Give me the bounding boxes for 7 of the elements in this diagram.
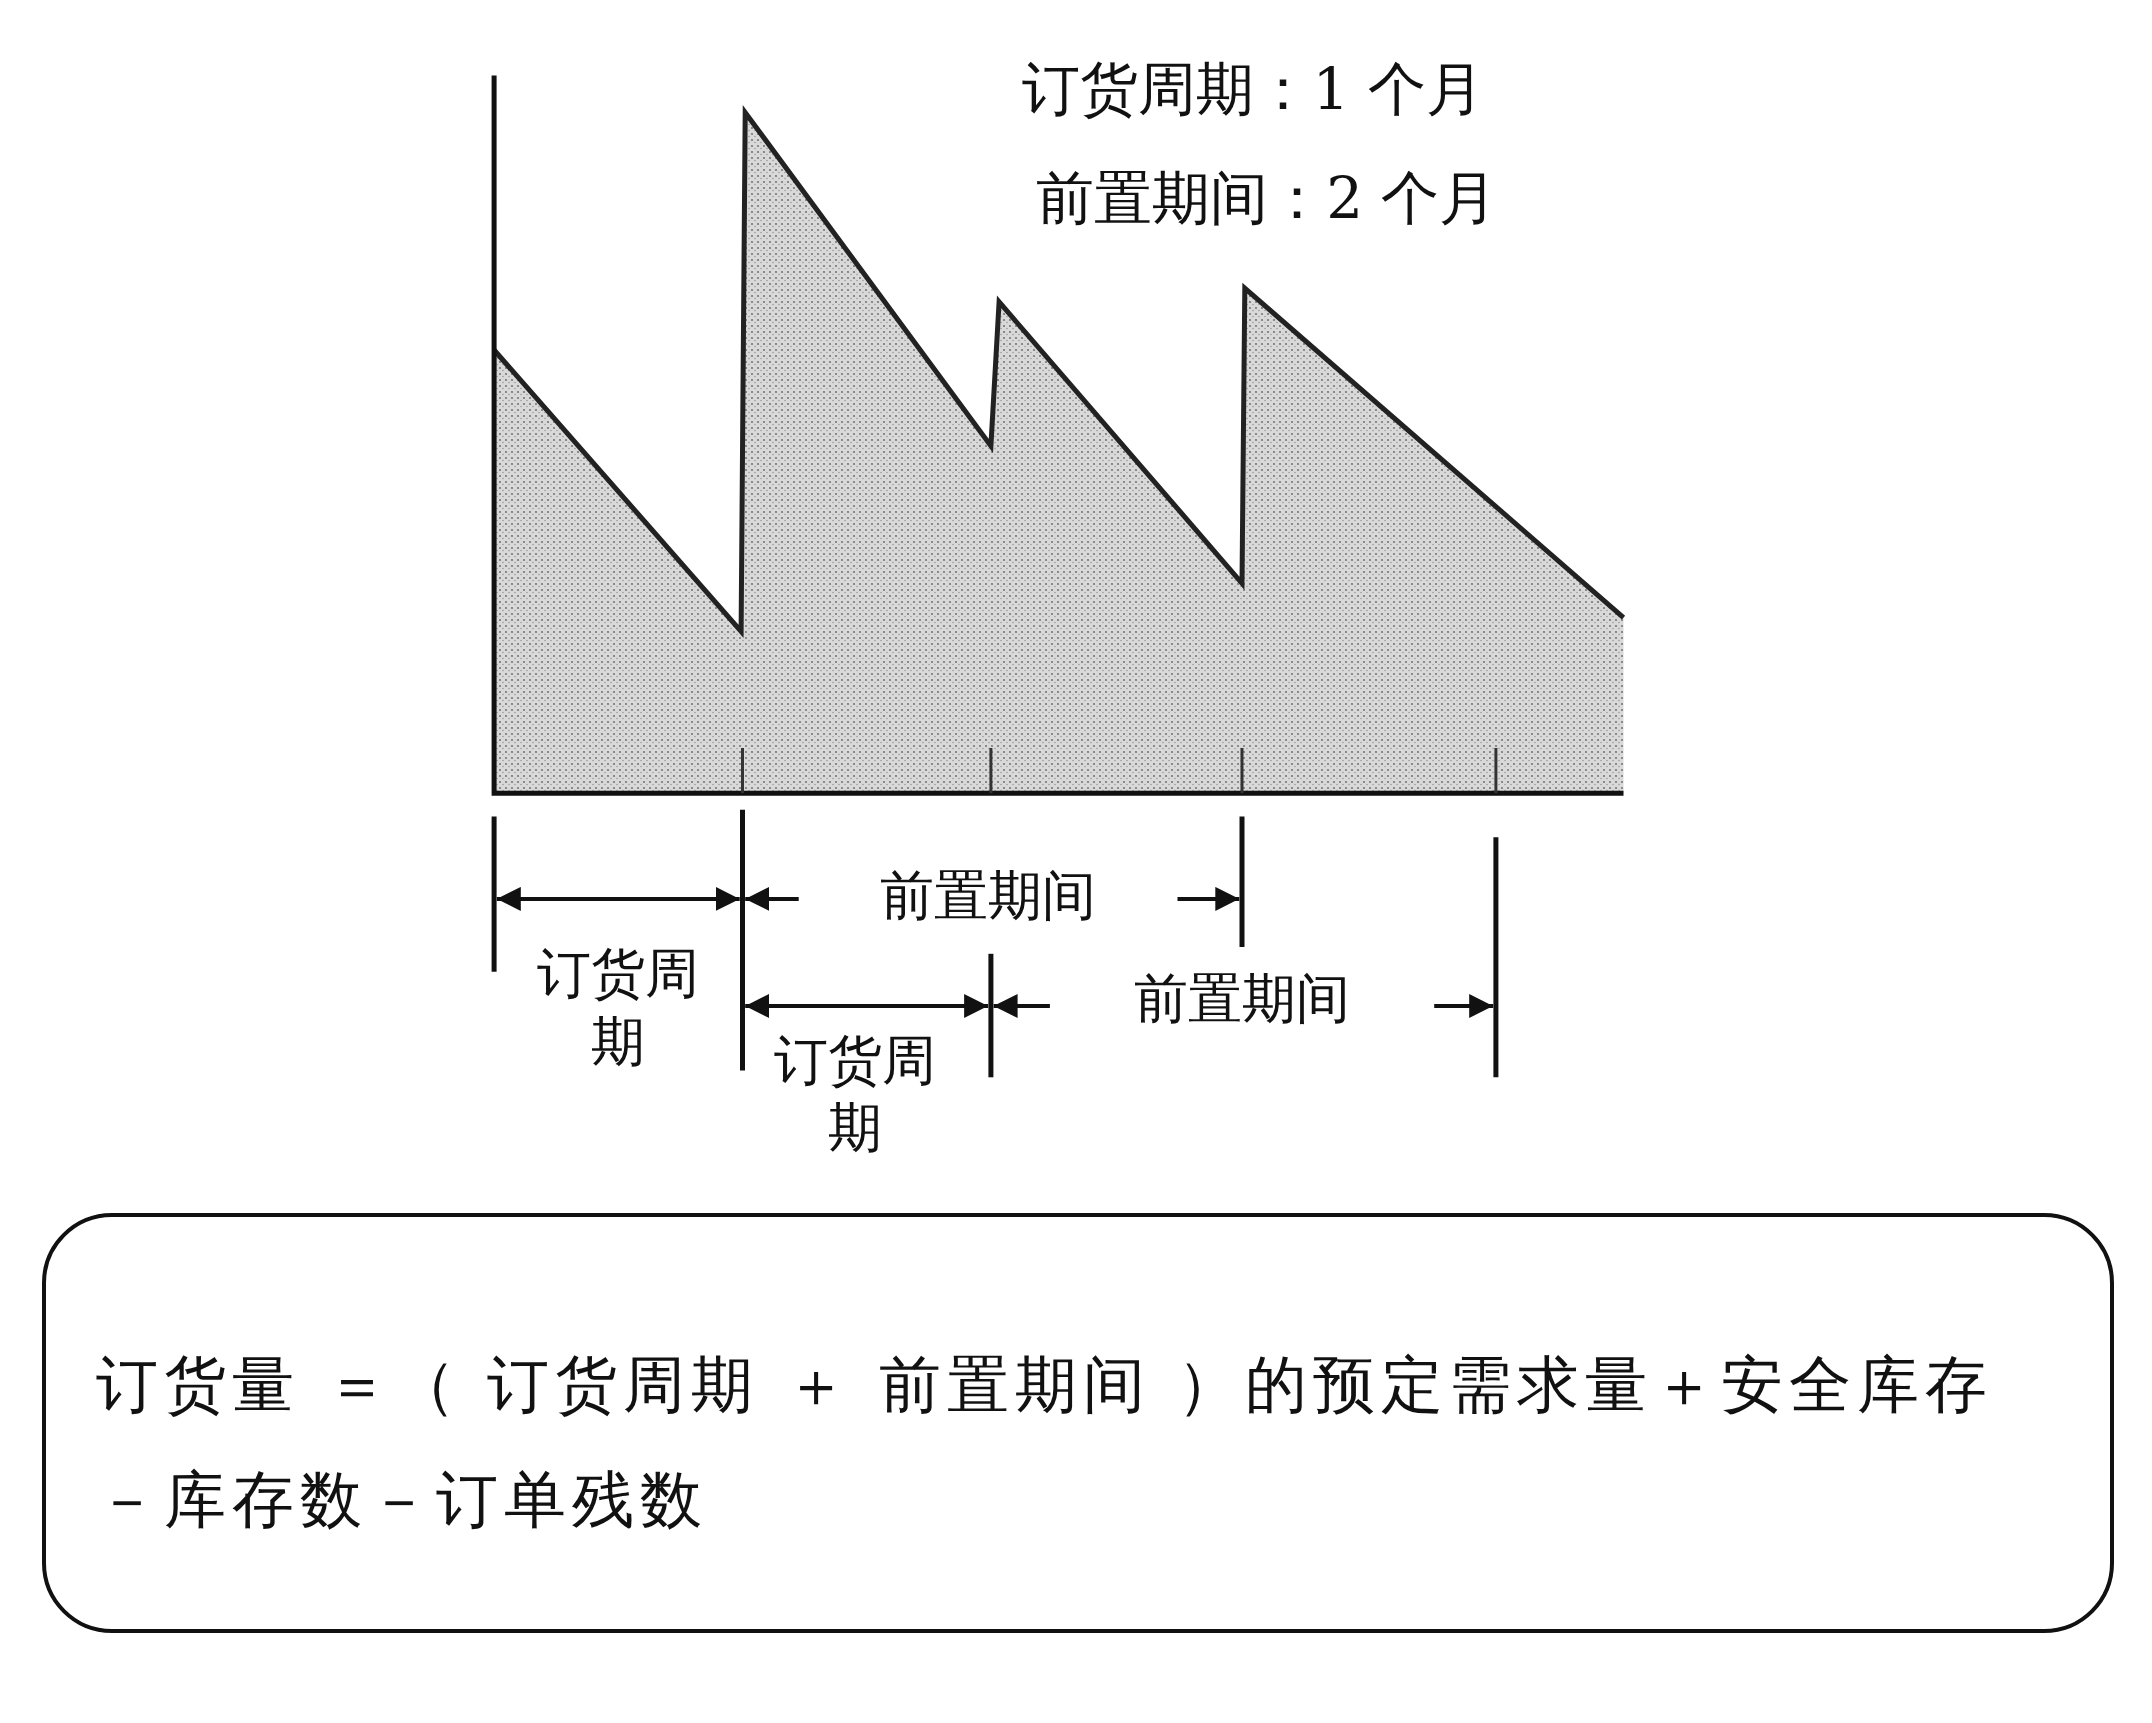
note-text: 前置期间：2 个月: [1036, 167, 1498, 232]
dimension-label: 前置期间: [1133, 965, 1351, 1032]
dimension-label: 订货周期: [535, 941, 700, 1075]
dimension-label: 前置期间: [879, 862, 1098, 929]
formula-box: 订货量 ＝（ 订货周期 ＋ 前置期间 ）的预定需求量＋安全库存－库存数－订单残数: [42, 1213, 2114, 1633]
dimension-label: 订货周期: [773, 1027, 937, 1162]
note-text: 订货周期：1 个月: [1022, 57, 1484, 122]
